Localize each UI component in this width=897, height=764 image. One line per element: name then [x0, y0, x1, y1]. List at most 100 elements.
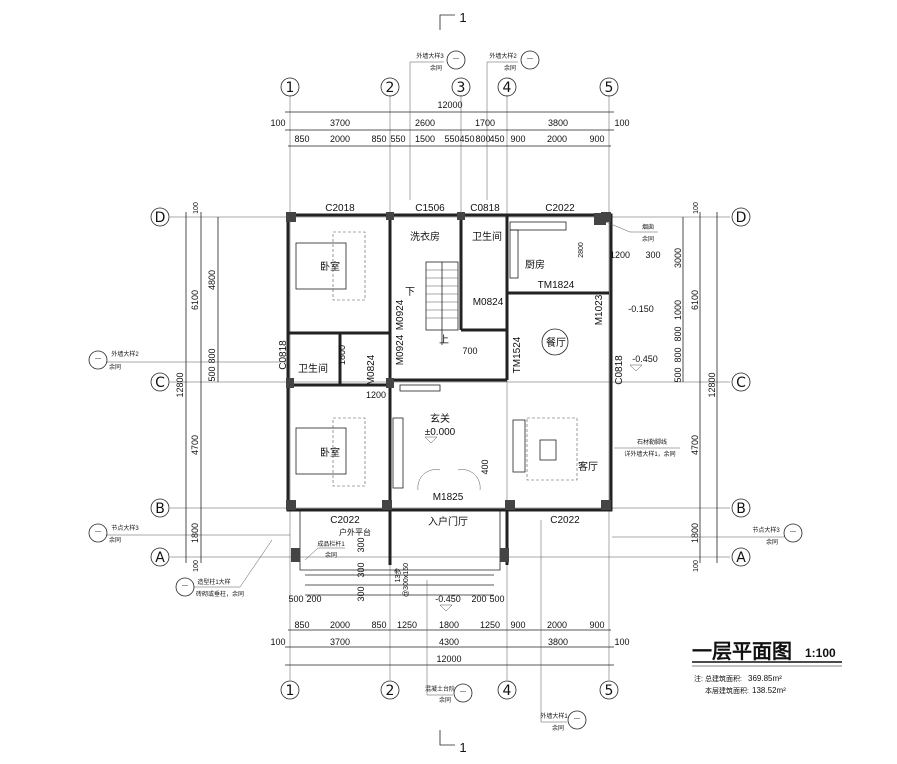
svg-text:1800: 1800 [439, 620, 459, 630]
svg-text:C2022: C2022 [545, 203, 575, 214]
svg-text:@300x150: @300x150 [403, 563, 410, 597]
svg-text:余同: 余同 [109, 536, 121, 544]
svg-text:1: 1 [459, 10, 466, 25]
svg-text:500: 500 [207, 366, 217, 381]
svg-text:1700: 1700 [475, 118, 495, 128]
svg-text:—: — [460, 689, 466, 695]
svg-text:12000: 12000 [436, 654, 461, 664]
svg-text:1500: 1500 [415, 134, 435, 144]
svg-text:—: — [790, 529, 796, 535]
axis-4: 44 [497, 77, 517, 700]
svg-text:3700: 3700 [330, 118, 350, 128]
svg-text:上: 上 [439, 334, 449, 346]
svg-text:C2018: C2018 [325, 203, 355, 214]
svg-text:C0818: C0818 [470, 203, 500, 214]
room-bedroom-top: 卧室 [320, 260, 340, 273]
svg-text:A: A [155, 550, 165, 566]
svg-text:外墙大样3: 外墙大样3 [416, 52, 444, 60]
svg-text:850: 850 [371, 134, 386, 144]
svg-text:4: 4 [503, 80, 512, 96]
axis-lines [170, 95, 730, 680]
svg-text:成品栏杆1: 成品栏杆1 [317, 540, 345, 548]
svg-text:100: 100 [693, 560, 700, 572]
svg-text:12800: 12800 [707, 372, 717, 397]
svg-text:本层建筑面积:: 本层建筑面积: [705, 686, 749, 695]
svg-text:总建筑面积:: 总建筑面积: [705, 674, 742, 683]
svg-text:1: 1 [286, 683, 295, 699]
svg-text:300: 300 [356, 586, 366, 601]
svg-text:100: 100 [270, 118, 285, 128]
svg-text:烟囱: 烟囱 [642, 223, 654, 231]
room-wc-left: 卫生间 [298, 362, 328, 375]
room-wc-top: 卫生间 [472, 230, 502, 243]
svg-text:6100: 6100 [190, 290, 200, 310]
callout-wall-detail-2-left: 外墙大样2 余同 — [88, 350, 290, 371]
svg-text:—: — [95, 529, 101, 535]
svg-text:砖砌或垂柱，余同: 砖砌或垂柱，余同 [196, 590, 244, 598]
svg-text:节点大样3: 节点大样3 [752, 526, 780, 534]
svg-text:1: 1 [286, 80, 295, 96]
svg-text:800: 800 [673, 347, 683, 362]
svg-text:外墙大样1: 外墙大样1 [540, 712, 568, 720]
svg-text:1200: 1200 [610, 250, 630, 260]
svg-text:369.85m²: 369.85m² [748, 674, 782, 683]
svg-text:TM1524: TM1524 [512, 336, 523, 373]
level-marks: -0.150 -0.450 -0.450 [424, 304, 658, 612]
svg-text:—: — [574, 716, 580, 722]
svg-text:1800: 1800 [190, 523, 200, 543]
svg-text:100: 100 [270, 637, 285, 647]
callout-wall-detail-2-top: 外墙大样2 余同 — [486, 50, 540, 200]
dimensions-bottom: 850 2000 850 1250 1800 1250 900 2000 900… [270, 594, 630, 666]
room-living: 客厅 [578, 460, 598, 473]
svg-text:-0.450: -0.450 [632, 354, 658, 364]
dimensions-right: 12800 6100 4700 1800 3000 1000 800 800 5… [673, 202, 718, 572]
svg-text:500: 500 [489, 594, 504, 604]
room-bedroom-bottom: 卧室 [320, 446, 340, 459]
svg-text:余同: 余同 [430, 64, 442, 72]
svg-text:-0.150: -0.150 [628, 304, 654, 314]
svg-text:2000: 2000 [330, 134, 350, 144]
svg-text:余同: 余同 [325, 551, 337, 559]
svg-text:3800: 3800 [548, 637, 568, 647]
svg-text:余同: 余同 [439, 696, 451, 704]
svg-text:2000: 2000 [547, 620, 567, 630]
svg-text:4700: 4700 [690, 435, 700, 455]
svg-text:M1023: M1023 [594, 294, 605, 325]
drawing-title: 一层平面图 1:100 [692, 640, 842, 667]
svg-text:TM1824: TM1824 [538, 280, 575, 291]
callout-plinth: 石材勒脚线 详外墙大样1，余同 [614, 438, 680, 458]
svg-text:下: 下 [405, 287, 415, 298]
svg-text:400: 400 [480, 459, 490, 474]
svg-text:节点大样3: 节点大样3 [111, 524, 139, 532]
walls [286, 212, 613, 596]
svg-text:2000: 2000 [330, 620, 350, 630]
svg-text:900: 900 [510, 620, 525, 630]
svg-text:2800: 2800 [578, 242, 585, 258]
svg-text:4300: 4300 [439, 637, 459, 647]
svg-text:800: 800 [207, 348, 217, 363]
svg-text:2: 2 [386, 80, 395, 96]
area-notes: 注: 总建筑面积: 369.85m² 本层建筑面积: 138.52m² [694, 674, 786, 695]
svg-text:550: 550 [390, 134, 405, 144]
foyer-level: ±0.000 [425, 427, 456, 438]
room-terrace: 户外平台 [339, 527, 371, 537]
svg-text:余同: 余同 [109, 363, 121, 371]
svg-text:500: 500 [673, 367, 683, 382]
svg-text:3000: 3000 [673, 248, 683, 268]
dimensions-left: 12800 6100 4700 1800 4800 800 500 100 10… [175, 202, 219, 572]
dimensions-top: 12000 100 3700 2600 1700 3800 100 850 20… [270, 100, 630, 147]
svg-text:450: 450 [459, 134, 474, 144]
furniture [295, 221, 578, 489]
svg-text:余同: 余同 [766, 538, 778, 546]
svg-text:一层平面图: 一层平面图 [692, 640, 792, 663]
svg-text:M0924: M0924 [395, 299, 406, 330]
svg-text:外墙大样2: 外墙大样2 [489, 52, 517, 60]
room-labels: 卧室 洗衣房 卫生间 厨房 餐厅 卫生间 玄关 ±0.000 卧室 客厅 入户门… [298, 230, 598, 537]
svg-text:-0.450: -0.450 [435, 594, 461, 604]
svg-text:900: 900 [510, 134, 525, 144]
svg-text:550: 550 [444, 134, 459, 144]
callout-wall-detail-1: 外墙大样1 余同 — [540, 520, 587, 732]
svg-text:4: 4 [503, 683, 512, 699]
opening-tags: C2018 C1506 C0818 C2022 C0818 C0818 C202… [278, 203, 625, 526]
